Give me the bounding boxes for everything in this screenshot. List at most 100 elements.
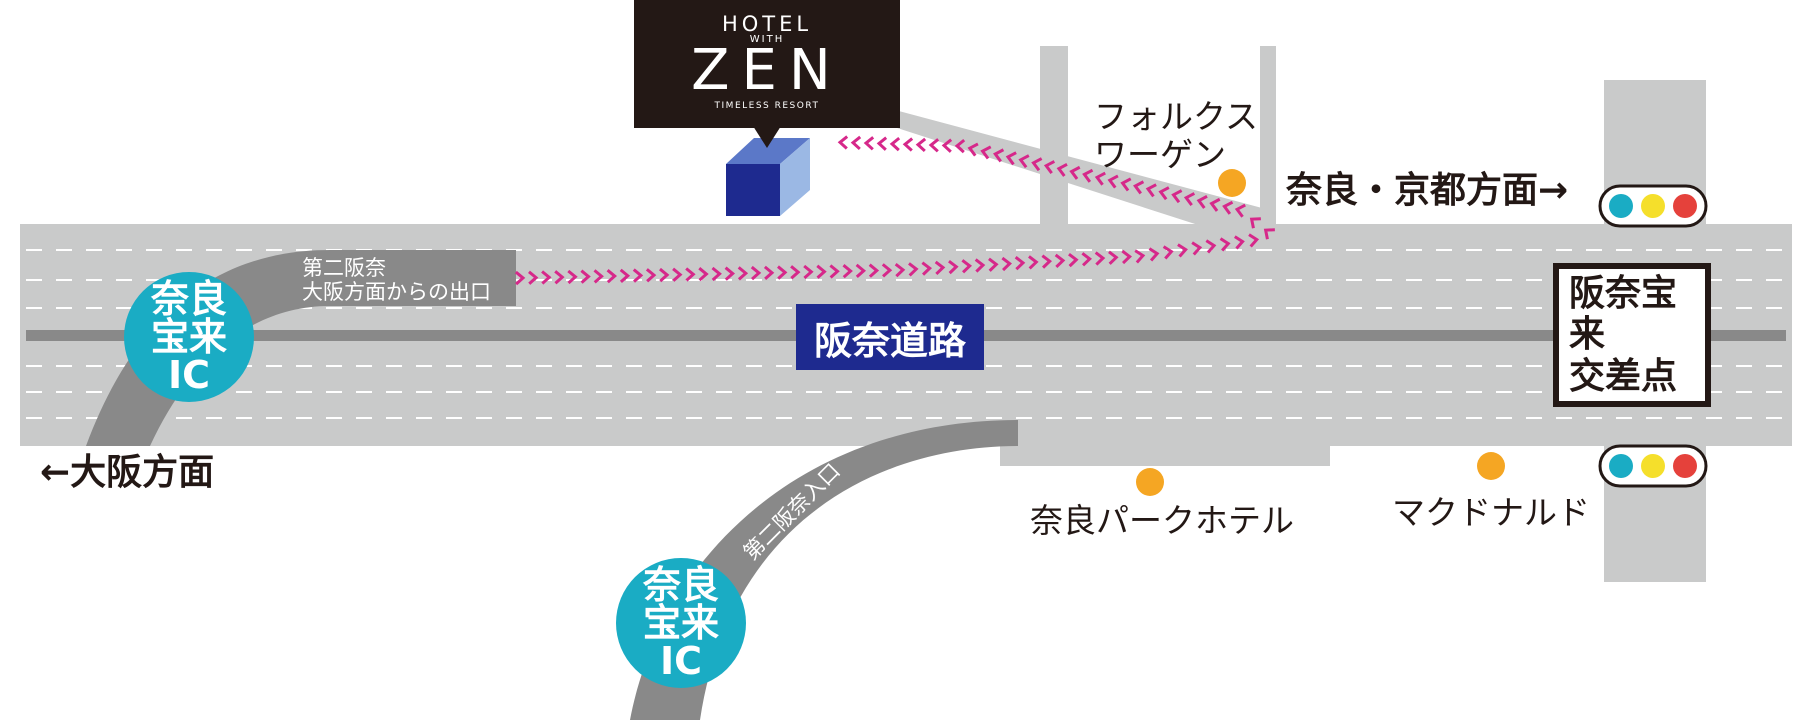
route-chevron [1233,235,1245,250]
hotel-logo-line2: WITH [749,34,785,45]
route-chevron [876,136,888,151]
route-chevron [593,269,604,284]
route-chevron [961,259,972,274]
landmark-dot-icon [1477,452,1505,480]
route-chevron [988,257,999,272]
hotel-logo-line4: TIMELESS RESORT [714,101,820,111]
route-chevron [1041,254,1052,269]
route-chevron [763,265,775,281]
route-chevron [837,135,849,150]
traffic-signal-icon [1598,444,1708,488]
route-chevron [928,138,940,153]
side-road-vertical-2 [1260,46,1276,226]
route-chevron [580,269,591,284]
route-chevron [1054,253,1066,269]
route-chevron [1005,151,1017,166]
ic-badge-line2: 宝来 [150,315,227,359]
route-chevron [1133,180,1145,195]
route-chevron [1094,251,1106,266]
route-chevron [528,270,539,285]
hotel-logo-line3: ZEN [691,38,843,103]
route-chevron [1107,174,1119,189]
route-chevron [1081,252,1092,267]
hotel-logo-line1: HOTEL [721,12,813,36]
route-chevron [724,266,736,281]
landmark-dot-icon [1218,169,1246,197]
route-chevron [1148,247,1160,262]
hotel-pointer-icon [753,126,781,148]
route-chevron [1248,233,1260,248]
route-chevron [967,142,979,157]
route-chevron [1001,256,1012,272]
route-chevron [1222,200,1234,215]
route-chevron [1018,154,1030,169]
route-chevron [941,138,953,153]
landmark-dot-icon [1136,468,1164,496]
route-chevron [954,138,966,154]
ic-badge-lower: 奈良 宝来 IC [616,558,746,688]
route-chevron [850,135,862,151]
ic-badge-line1: 奈良 [642,563,719,607]
ic-badge-line2: 宝来 [642,601,719,645]
route-chevron [1069,165,1081,180]
route-chevron [645,268,657,283]
route-chevron [881,263,893,278]
route-chevron [1183,192,1196,207]
route-chevron [829,264,840,279]
route-chevron [1056,163,1068,177]
building-cube-icon [726,138,810,216]
ic-badge-line3: IC [659,639,703,683]
route-chevron [1177,243,1188,258]
traffic-signal-icon [1598,184,1708,228]
route-chevron [1043,160,1056,175]
exit-ramp-label: 第二阪奈 大阪方面からの出口 [302,256,491,305]
route-chevron [1031,157,1043,172]
route-chevron [902,137,914,152]
route-chevron [1134,249,1146,264]
route-chevron [894,263,906,278]
route-chevron [632,268,644,283]
route-chevron [974,258,986,273]
route-chevron [934,260,946,276]
route-chevron [619,268,631,284]
route-chevron [1028,255,1039,270]
route-chevron [1082,168,1094,183]
route-chevron [1196,195,1208,209]
route-chevron [606,269,618,284]
crossing-label-line1: 阪奈宝来 [1569,272,1678,356]
route-chevron [855,263,867,279]
route-chevron [554,270,565,285]
route-chevron [1121,249,1132,265]
crossing-label: 阪奈宝来 交差点 [1553,263,1711,407]
route-chevron [868,263,880,278]
route-arrow-access [837,135,1275,240]
route-chevron [993,148,1005,163]
route-chevron [948,259,959,275]
route-chevron [1108,250,1119,265]
route-chevron [777,265,788,280]
route-chevron [1209,197,1221,212]
route-chevron [1120,177,1132,192]
route-chevron [659,267,670,283]
route-chevron [698,267,709,282]
route-chevron [1191,241,1203,256]
route-chevron [1145,183,1157,198]
route-chevron [1263,228,1275,240]
ic-badge-upper: 奈良 宝来 IC [124,272,254,402]
side-road-vertical-1 [1040,46,1068,226]
route-chevron [514,270,526,286]
ic-badge-line1: 奈良 [150,277,227,321]
route-chevron [790,265,801,280]
route-chevron [1162,245,1174,260]
route-chevron [1158,186,1170,201]
route-chevron [915,137,927,153]
route-chevron [816,264,827,279]
route-chevron [567,269,578,285]
route-chevron [1249,217,1261,229]
route-chevron [685,267,696,282]
direction-osaka: ←大阪方面 [40,452,215,493]
route-chevron [1171,189,1183,204]
route-chevron [737,266,749,281]
route-chevron [1094,171,1106,186]
route-chevron [1014,256,1026,271]
